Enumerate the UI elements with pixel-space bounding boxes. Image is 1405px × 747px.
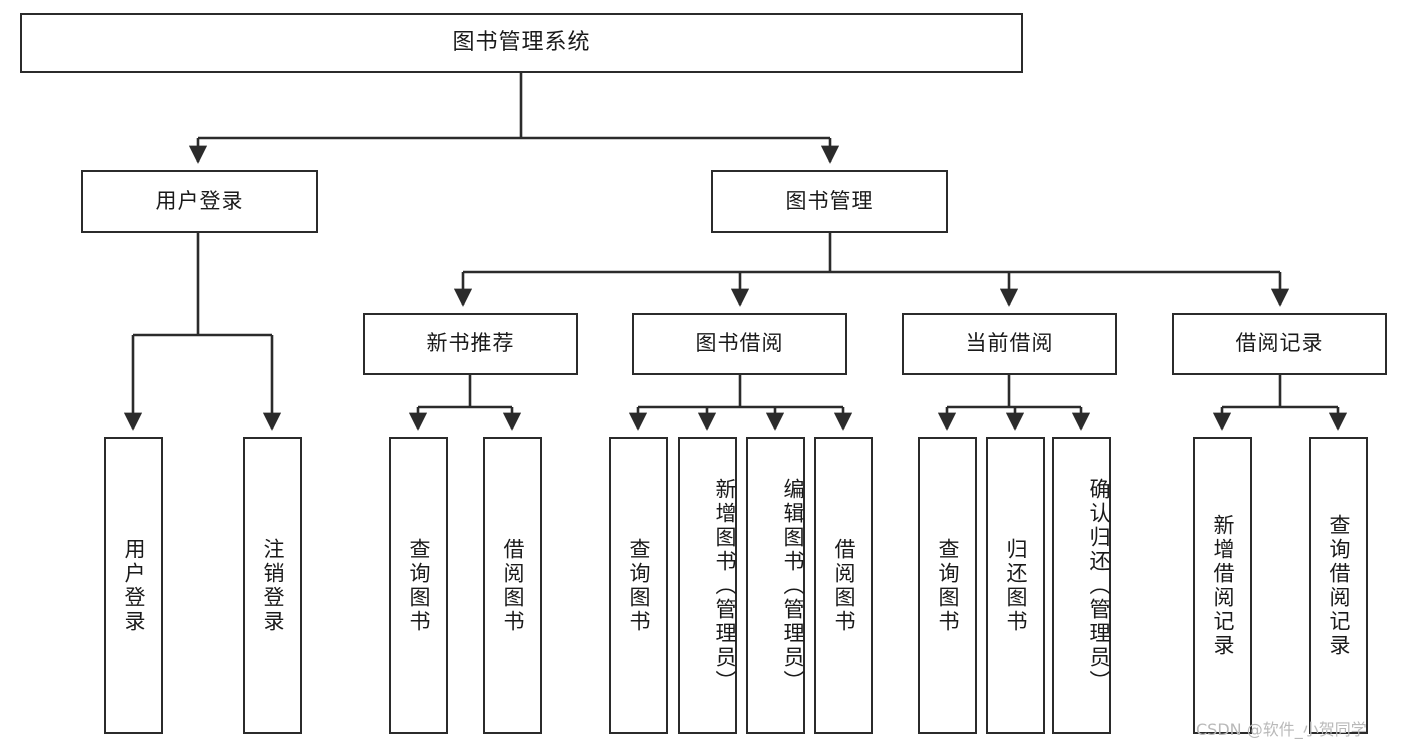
node-leaf-add-book[interactable]: 新增图书（管理员） bbox=[678, 437, 737, 734]
node-leaf-borrow-book-recommend[interactable]: 借阅图书 bbox=[483, 437, 542, 734]
node-book-manage[interactable]: 图书管理 bbox=[711, 170, 948, 233]
node-label: 查询借阅记录 bbox=[1327, 513, 1351, 658]
node-leaf-logout-login[interactable]: 注销登录 bbox=[243, 437, 302, 734]
node-root-book-management-system[interactable]: 图书管理系统 bbox=[20, 13, 1023, 73]
node-leaf-user-login[interactable]: 用户登录 bbox=[104, 437, 163, 734]
csdn-watermark: CSDN @软件_小贺同学 bbox=[1196, 720, 1367, 739]
node-label: 当前借阅 bbox=[965, 331, 1054, 356]
node-label: 借阅图书 bbox=[832, 537, 856, 634]
node-leaf-return-book[interactable]: 归还图书 bbox=[986, 437, 1045, 734]
node-label: 借阅记录 bbox=[1235, 331, 1324, 356]
node-leaf-query-book-borrow[interactable]: 查询图书 bbox=[609, 437, 668, 734]
node-leaf-confirm-return[interactable]: 确认归还（管理员） bbox=[1052, 437, 1111, 734]
node-leaf-query-book-current[interactable]: 查询图书 bbox=[918, 437, 977, 734]
node-new-book-recommend[interactable]: 新书推荐 bbox=[363, 313, 578, 375]
node-label: 图书管理系统 bbox=[452, 29, 591, 55]
node-leaf-query-borrow-record[interactable]: 查询借阅记录 bbox=[1309, 437, 1368, 734]
node-current-borrow[interactable]: 当前借阅 bbox=[902, 313, 1117, 375]
node-borrow-record[interactable]: 借阅记录 bbox=[1172, 313, 1387, 375]
node-label: 确认归还（管理员） bbox=[1087, 477, 1111, 694]
node-book-borrow[interactable]: 图书借阅 bbox=[632, 313, 847, 375]
node-label: 图书借阅 bbox=[695, 331, 784, 356]
node-label: 查询图书 bbox=[407, 537, 431, 634]
node-label: 新增图书（管理员） bbox=[713, 477, 737, 694]
node-leaf-add-borrow-record[interactable]: 新增借阅记录 bbox=[1193, 437, 1252, 734]
node-label: 借阅图书 bbox=[501, 537, 525, 634]
node-label: 查询图书 bbox=[627, 537, 651, 634]
node-label: 用户登录 bbox=[155, 188, 244, 213]
node-label: 图书管理 bbox=[785, 188, 874, 213]
node-label: 用户登录 bbox=[122, 537, 146, 634]
node-label: 新增借阅记录 bbox=[1211, 513, 1235, 658]
node-label: 注销登录 bbox=[261, 537, 285, 634]
node-leaf-edit-book[interactable]: 编辑图书（管理员） bbox=[746, 437, 805, 734]
node-label: 归还图书 bbox=[1004, 537, 1028, 634]
node-leaf-borrow-book[interactable]: 借阅图书 bbox=[814, 437, 873, 734]
node-label: 新书推荐 bbox=[426, 331, 515, 356]
node-user-login[interactable]: 用户登录 bbox=[81, 170, 318, 233]
node-label: 查询图书 bbox=[936, 537, 960, 634]
node-leaf-query-book-recommend[interactable]: 查询图书 bbox=[389, 437, 448, 734]
node-label: 编辑图书（管理员） bbox=[781, 477, 805, 694]
